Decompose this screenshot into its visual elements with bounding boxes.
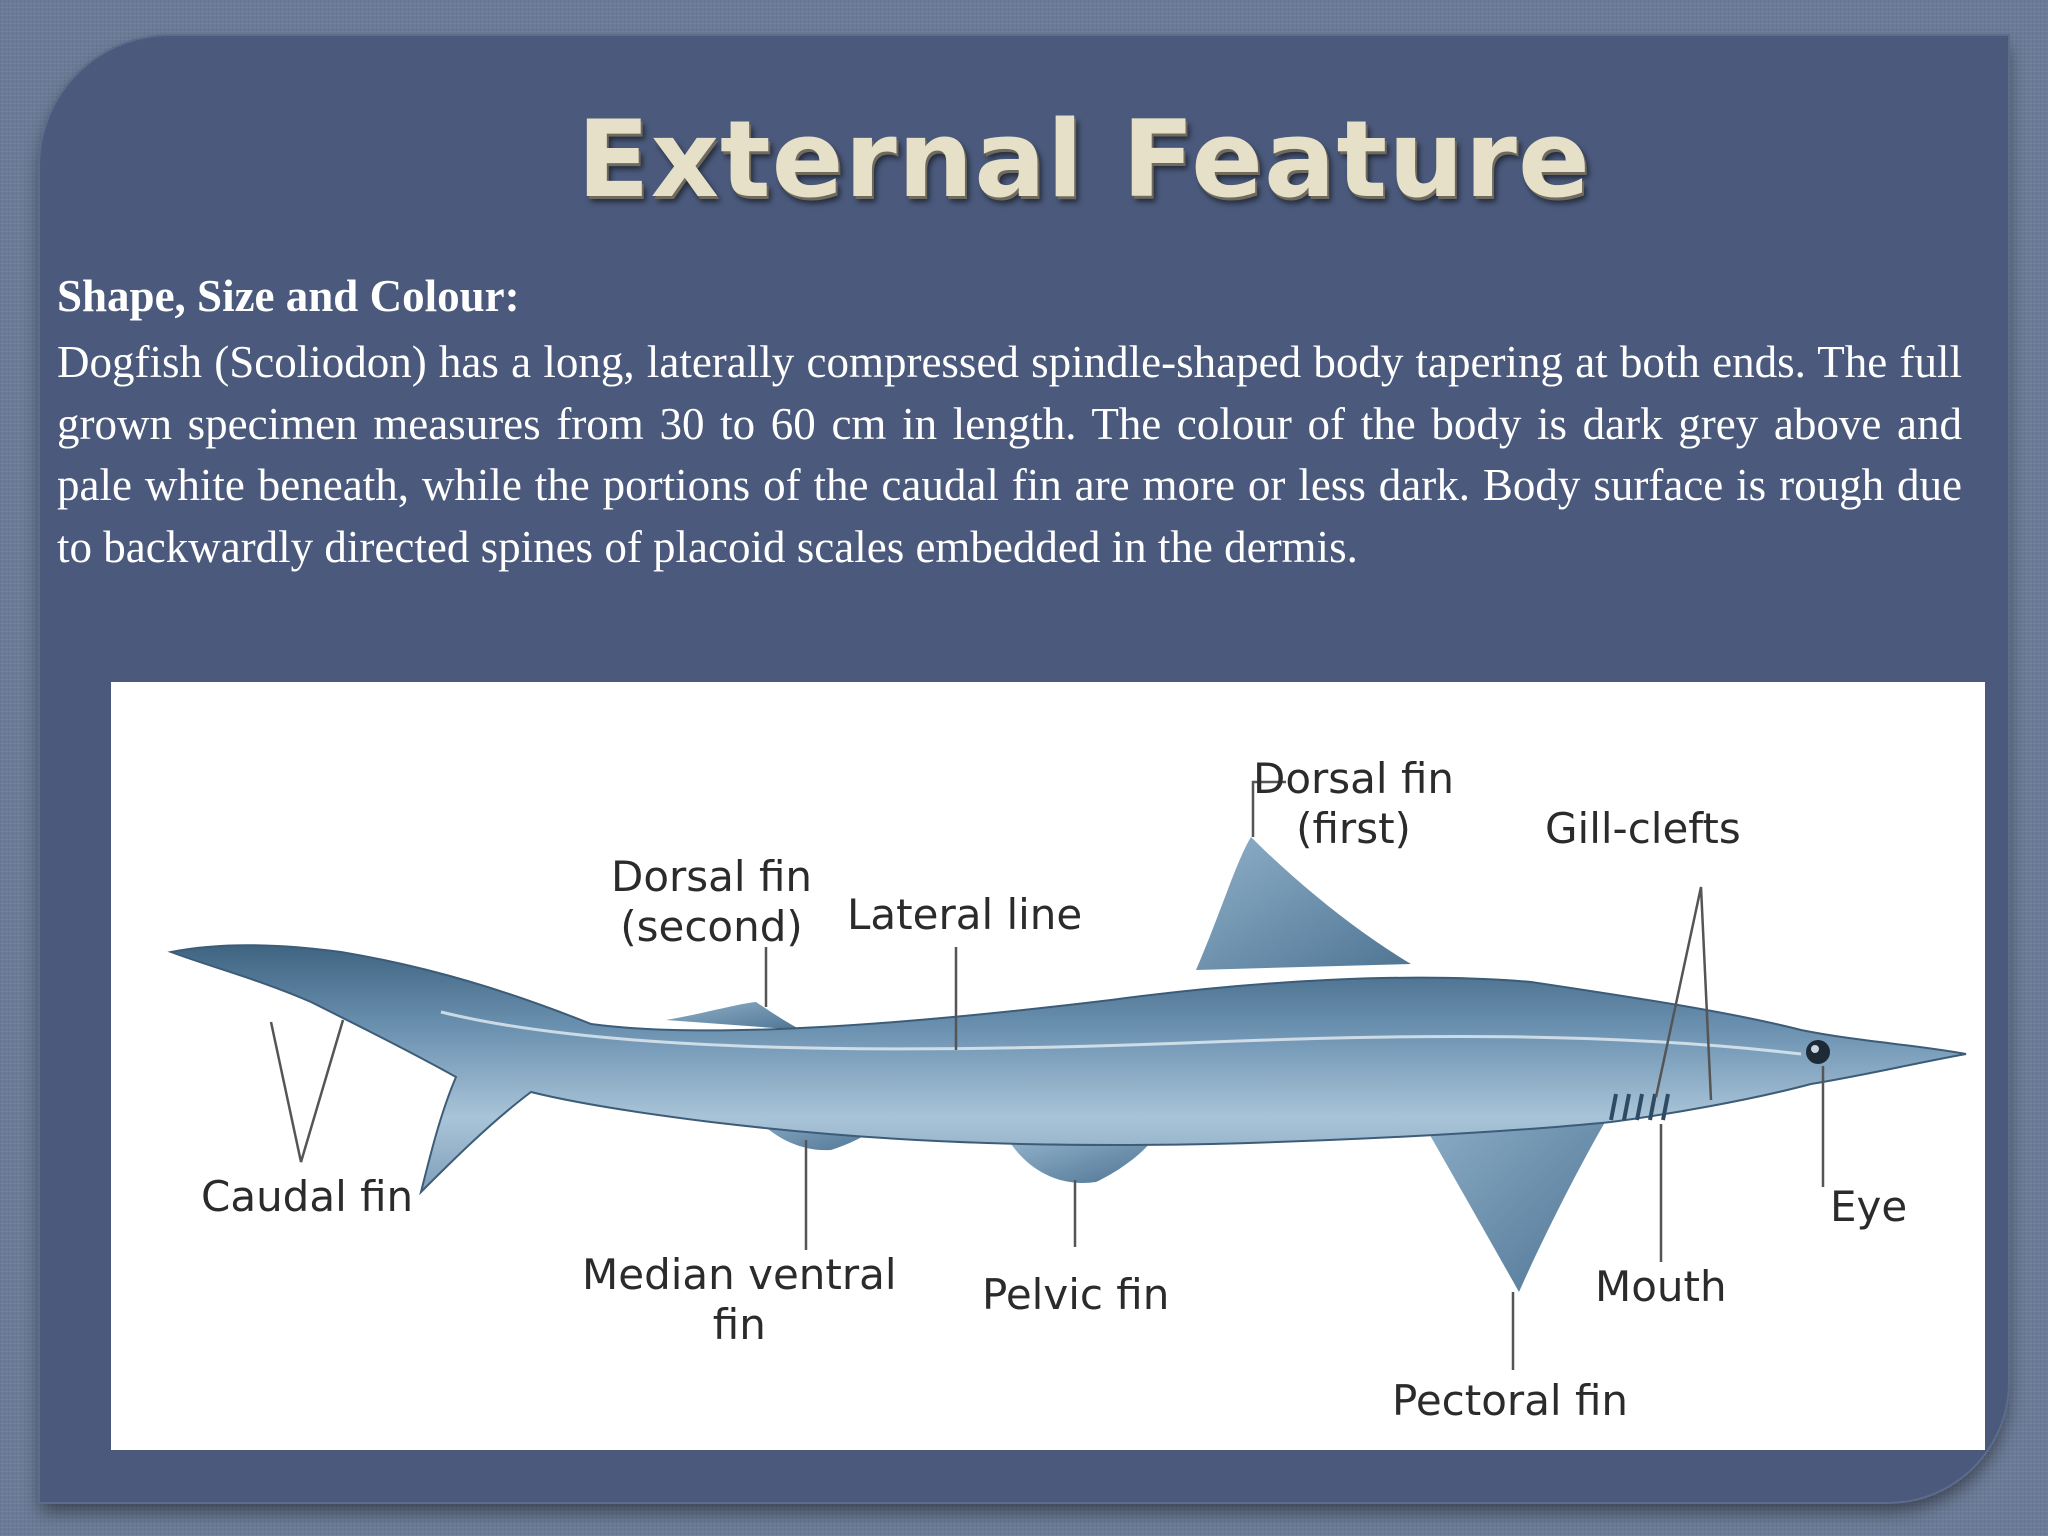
label-dorsal-fin-first: Dorsal fin (first) bbox=[1253, 754, 1455, 853]
section-heading: Shape, Size and Colour: bbox=[57, 271, 520, 321]
label-median-ventral-fin: Median ventral fin bbox=[582, 1250, 897, 1349]
label-pectoral-fin: Pectoral fin bbox=[1392, 1376, 1629, 1425]
eye-shape bbox=[1806, 1040, 1830, 1064]
slide: External Feature Shape, Size and Colour:… bbox=[40, 36, 2008, 1502]
label-lateral-line: Lateral line bbox=[847, 890, 1083, 939]
label-gill-clefts: Gill-clefts bbox=[1545, 804, 1741, 853]
label-pelvic-fin: Pelvic fin bbox=[982, 1270, 1170, 1319]
label-caudal-fin: Caudal fin bbox=[201, 1172, 414, 1221]
second-dorsal-fin-shape bbox=[666, 1002, 801, 1030]
label-mouth: Mouth bbox=[1595, 1262, 1727, 1311]
pectoral-fin-shape bbox=[1411, 1102, 1611, 1292]
label-eye: Eye bbox=[1830, 1182, 1908, 1231]
slide-title: External Feature bbox=[577, 98, 1591, 221]
first-dorsal-fin-shape bbox=[1196, 837, 1411, 970]
leader-lines bbox=[269, 780, 1825, 1370]
shark-body-shape bbox=[167, 944, 1967, 1196]
label-dorsal-fin-second: Dorsal fin (second) bbox=[611, 852, 813, 951]
description-paragraph: Dogfish (Scoliodon) has a long, laterall… bbox=[57, 337, 1962, 572]
pelvic-fin-shape bbox=[1011, 1142, 1151, 1183]
dogfish-diagram: Dorsal fin (first) Gill-clefts Dorsal fi… bbox=[111, 682, 1985, 1450]
dogfish-illustration bbox=[167, 780, 1967, 1370]
lateral-line-stripe bbox=[440, 1010, 1802, 1056]
gill-slits bbox=[1609, 1093, 1670, 1121]
